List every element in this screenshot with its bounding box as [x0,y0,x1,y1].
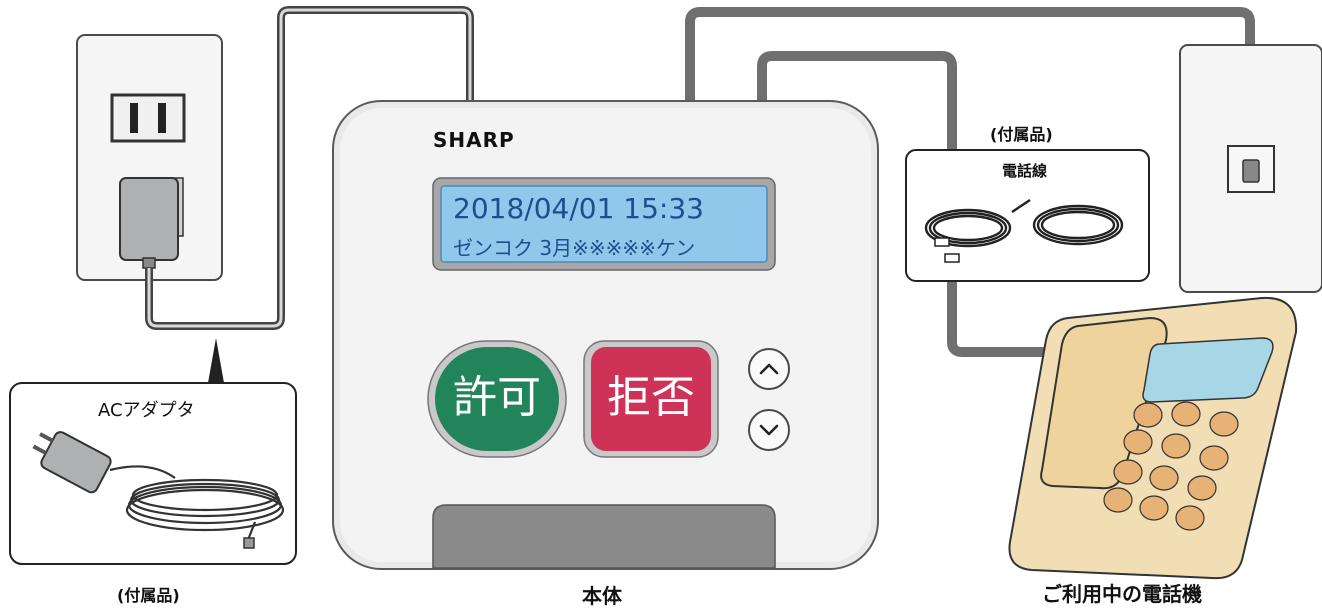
device-body [332,100,879,570]
display-line-datetime: 2018/04/01 15:33 [453,192,704,225]
chevron-down-icon [759,424,779,436]
phone-line-cables [685,7,1255,357]
pointer-triangle [208,338,224,383]
reject-button[interactable]: 拒否 [607,372,695,423]
allow-button[interactable]: 許可 [453,372,541,423]
brand-logo: SHARP [433,128,515,152]
phone-cord-accessory-note: (付属品) [990,125,1053,144]
scroll-up-button[interactable] [748,348,790,390]
display-line-caller: ゼンコク 3月※※※※※ケン [453,236,696,260]
wall-outlet [76,34,223,281]
adapter-accessory-note: (付属品) [117,586,180,605]
phone-cord-title: 電話線 [1002,162,1048,180]
telephone-label: ご利用中の電話機 [1042,582,1202,606]
plugged-adapter [119,177,179,261]
adapter-title: ACアダプタ [98,400,195,421]
adapter-callout [9,382,297,565]
phone-screen [1142,337,1274,403]
phone-wall-jack [1179,44,1322,293]
scroll-down-button[interactable] [748,409,790,451]
outlet-socket [110,93,186,143]
phone-cord-callout [905,149,1150,282]
telephone-illustration [1008,296,1298,580]
chevron-up-icon [759,363,779,375]
handset-tray [432,504,776,569]
power-cord [145,6,474,330]
lcd-display [440,185,768,263]
device-label: 本体 [582,584,622,608]
phone-keypad [1103,401,1239,531]
